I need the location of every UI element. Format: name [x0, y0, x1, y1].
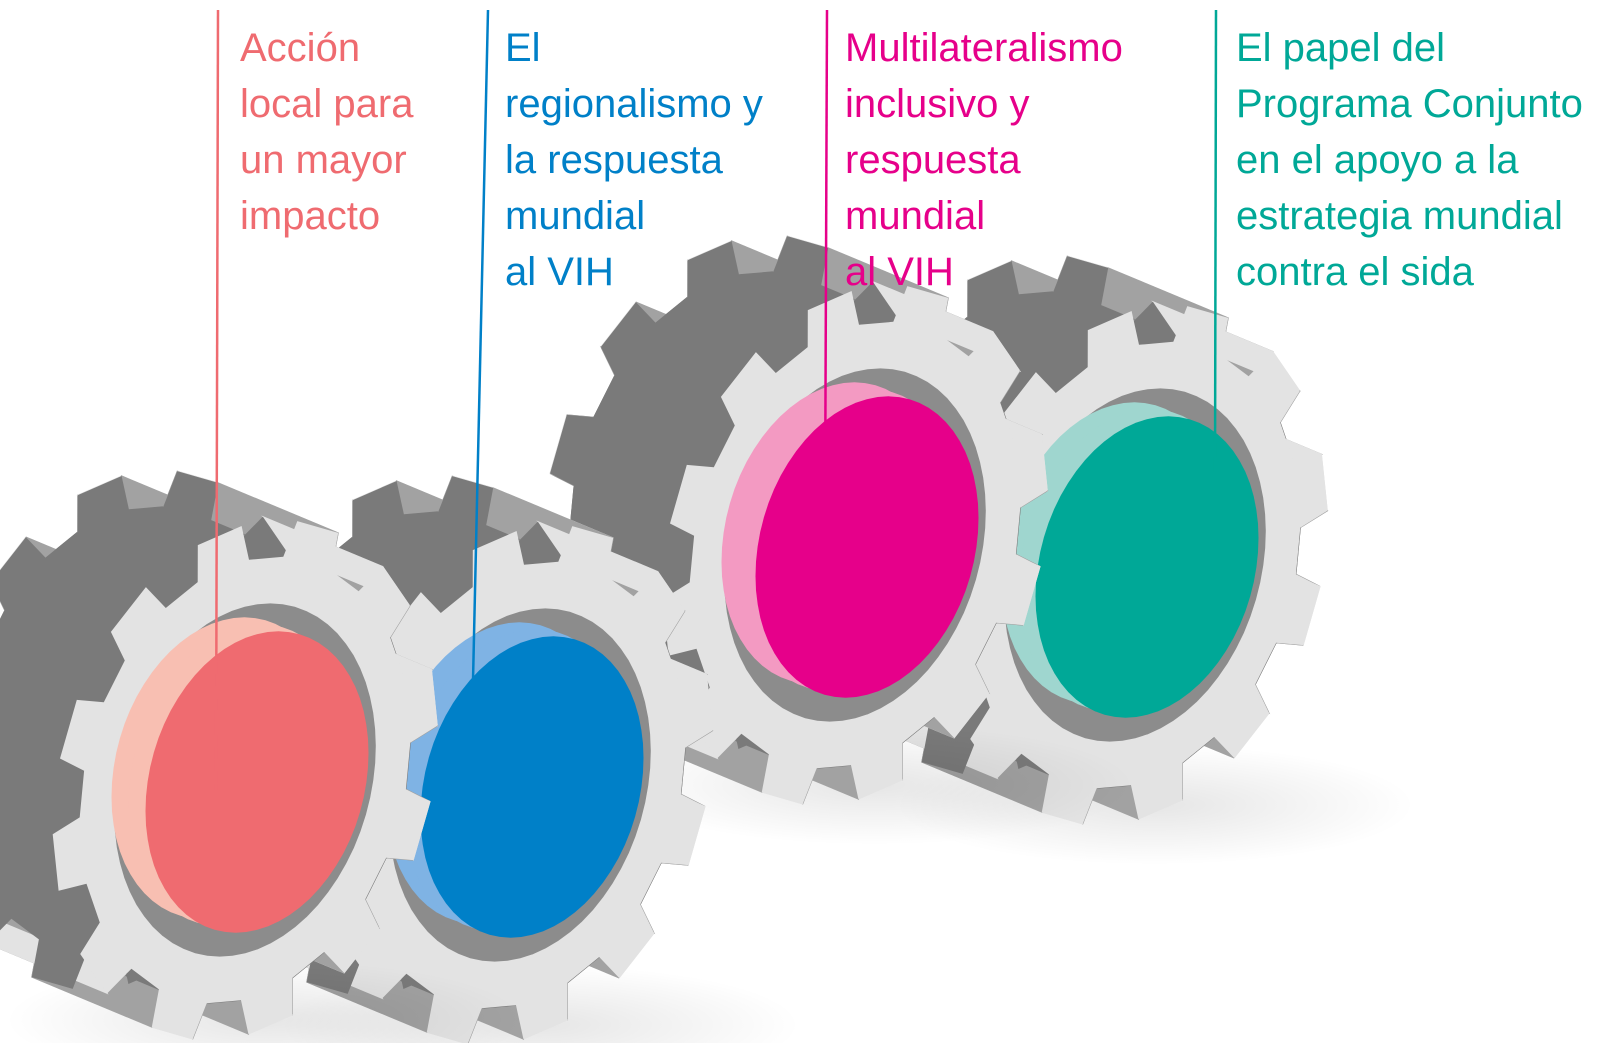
- label-multilateralism: Multilateralismo inclusivo y respuesta m…: [845, 26, 1123, 294]
- leader-line-2: [468, 9, 490, 816]
- hub-face: [755, 396, 979, 698]
- label-local-action: Acción local para un mayor impacto: [240, 26, 414, 238]
- label-regionalism: El regionalismo y la respuesta mundial a…: [505, 26, 763, 294]
- leader-line-3: [823, 9, 829, 523]
- hub-face: [145, 631, 369, 933]
- leader-line-1: [214, 9, 220, 791]
- hub-face: [420, 636, 644, 938]
- hub-face: [1035, 416, 1259, 718]
- leader-line-4: [1213, 9, 1218, 481]
- label-joint-programme: El papel del Programa Conjunto en el apo…: [1236, 26, 1583, 294]
- gear-1: [0, 470, 525, 1043]
